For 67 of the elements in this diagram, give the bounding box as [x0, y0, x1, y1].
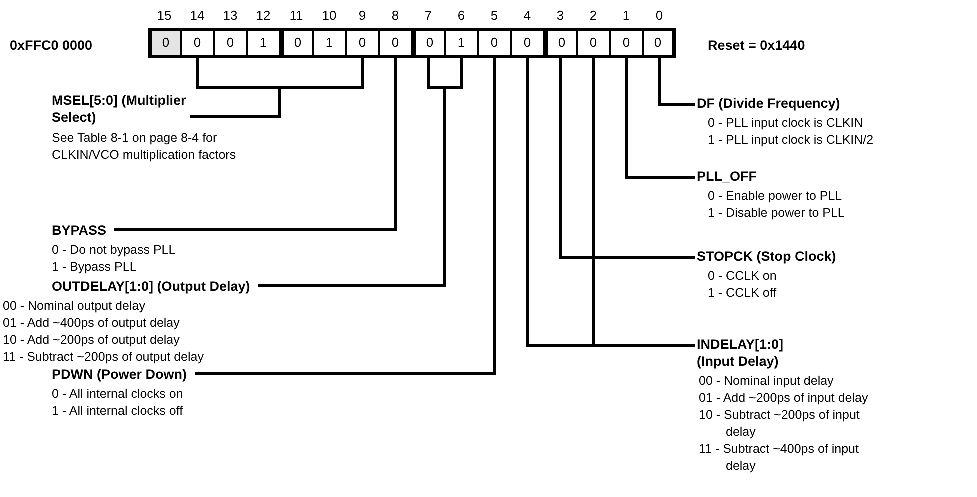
bit-value-description: 1 - Disable power to PLL	[708, 205, 846, 222]
bit-number: 13	[222, 8, 239, 23]
bit-number: 8	[390, 8, 400, 23]
bit-value-description: 01 - Add ~200ps of input delay	[699, 390, 870, 407]
field-name: MSEL[5:0] (Multiplier Select)	[52, 92, 188, 126]
bit-number: 7	[424, 8, 434, 23]
bit-cell: 0	[181, 28, 214, 58]
field-name: PLL_OFF	[697, 168, 757, 185]
bit-value-description: 00 - Nominal input delay	[699, 373, 835, 390]
bit-value-description: 1 - CCLK off	[708, 285, 778, 302]
bit-value-description: 11 - Subtract ~200ps of output delay	[3, 349, 205, 366]
bit-number: 1	[622, 8, 632, 23]
bit-cell: 0	[346, 28, 379, 58]
bit-value-description: 10 - Add ~200ps of output delay	[3, 332, 181, 349]
field-name: STOPCK (Stop Clock)	[697, 248, 836, 265]
bit-value-description: 10 - Subtract ~200ps of input delay	[699, 407, 861, 441]
bit-cell: 0	[280, 28, 313, 58]
bit-number: 2	[588, 8, 598, 23]
bit-cell: 0	[544, 28, 577, 58]
field-name: BYPASS	[52, 222, 107, 239]
bit-value-description: 0 - CCLK on	[708, 268, 778, 285]
bit-value-description: 1 - Bypass PLL	[52, 259, 138, 276]
bit-cell: 0	[478, 28, 511, 58]
bit-cell: 0	[379, 28, 412, 58]
bit-cell: 1	[445, 28, 478, 58]
bit-number: 10	[321, 8, 338, 23]
bit-number: 9	[358, 8, 368, 23]
bit-cell: 0	[214, 28, 247, 58]
bit-value-description: 01 - Add ~400ps of output delay	[3, 315, 181, 332]
bit-number: 5	[490, 8, 500, 23]
bit-number: 12	[255, 8, 272, 23]
bit-cell: 0	[511, 28, 544, 58]
bit-cell: 0	[610, 28, 643, 58]
bit-value-description: 0 - All internal clocks on	[52, 386, 184, 403]
bit-number: 6	[456, 8, 466, 23]
field-name: DF (Divide Frequency)	[697, 95, 840, 112]
bit-number: 14	[189, 8, 206, 23]
bit-value-description: 1 - All internal clocks off	[52, 403, 184, 420]
bit-cell: 0	[148, 28, 181, 58]
bit-number: 11	[288, 8, 304, 23]
field-name: PDWN (Power Down)	[52, 366, 187, 383]
leader-line	[658, 58, 695, 106]
bit-cell: 1	[247, 28, 280, 58]
bit-value-description: 0 - Do not bypass PLL	[52, 242, 177, 259]
leader-line	[195, 58, 496, 376]
field-name: INDELAY[1:0] (Input Delay)	[697, 336, 785, 370]
leader-line	[592, 58, 695, 348]
leader-line	[114, 58, 397, 232]
bit-cell: 1	[313, 28, 346, 58]
register-label: 0xFFC0 0000	[10, 38, 93, 53]
bit-number: 0	[654, 8, 664, 23]
bit-number: 3	[556, 8, 566, 23]
bit-cell: 0	[643, 28, 676, 58]
bit-value-description: 0 - PLL input clock is CLKIN	[708, 115, 864, 132]
bit-value-description: 1 - PLL input clock is CLKIN/2	[708, 132, 875, 149]
bit-value-description: 00 - Nominal output delay	[3, 298, 146, 315]
note-text: See Table 8-1 on page 8-4 for CLKIN/VCO multiplication factors	[52, 130, 238, 164]
bit-cell: 0	[577, 28, 610, 58]
bit-value-description: 0 - Enable power to PLL	[708, 188, 844, 205]
leader-line	[625, 58, 695, 180]
bit-number: 4	[522, 8, 532, 23]
field-name: OUTDELAY[1:0] (Output Delay)	[52, 278, 250, 295]
leader-line	[559, 58, 695, 260]
bit-number: 15	[156, 8, 173, 23]
register-label: Reset = 0x1440	[708, 38, 806, 53]
bit-value-description: 11 - Subtract ~400ps of input delay	[699, 441, 860, 475]
bit-cell: 0	[412, 28, 445, 58]
